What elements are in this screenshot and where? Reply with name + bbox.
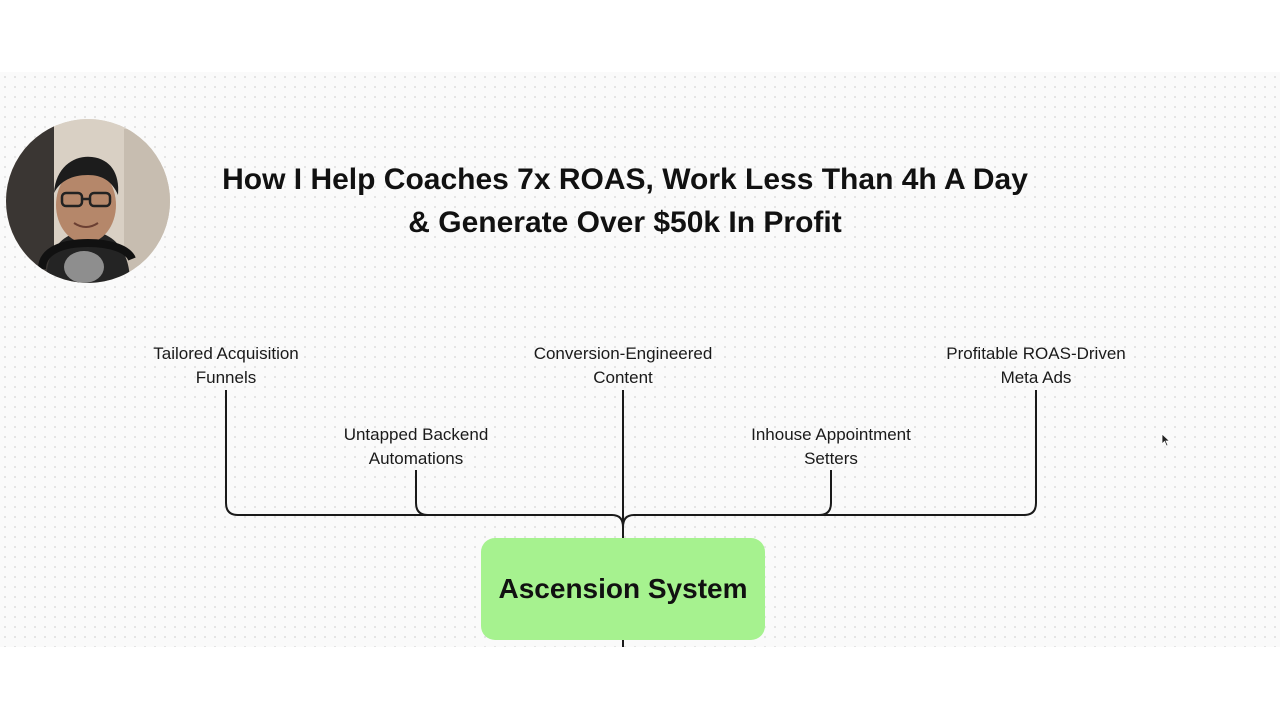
branch-label-content: Conversion-Engineered Content — [503, 342, 743, 390]
branch-label-ads: Profitable ROAS-Driven Meta Ads — [916, 342, 1156, 390]
connector-merge-right — [622, 514, 635, 528]
title-line-1: How I Help Coaches 7x ROAS, Work Less Th… — [222, 163, 1028, 196]
whiteboard-canvas — [0, 72, 1280, 647]
connector-ads — [634, 390, 1037, 516]
hub-node: Ascension System — [481, 538, 765, 640]
slide-title: How I Help Coaches 7x ROAS, Work Less Th… — [200, 158, 1050, 244]
branch-acquisition-line-2: Funnels — [195, 368, 257, 387]
branch-label-setters: Inhouse Appointment Setters — [711, 423, 951, 471]
branch-backend-line-2: Automations — [368, 449, 464, 468]
branch-ads-line-2: Meta Ads — [1000, 368, 1072, 387]
connector-acquisition — [225, 390, 612, 516]
connector-setters — [818, 470, 832, 516]
connector-backend — [415, 470, 429, 516]
hub-label: Ascension System — [498, 573, 748, 604]
connector-merge-left — [611, 514, 624, 528]
branch-content-line-2: Content — [593, 368, 653, 387]
mouse-cursor-icon — [1161, 433, 1171, 447]
branch-ads-line-1: Profitable ROAS-Driven — [946, 344, 1126, 363]
webcam-avatar — [6, 119, 170, 283]
branch-label-acquisition: Tailored Acquisition Funnels — [106, 342, 346, 390]
branch-backend-line-1: Untapped Backend — [343, 425, 489, 444]
branch-acquisition-line-1: Tailored Acquisition — [153, 344, 299, 363]
title-line-2: & Generate Over $50k In Profit — [408, 206, 842, 239]
presenter-icon — [6, 119, 170, 283]
branch-setters-line-1: Inhouse Appointment — [751, 425, 911, 444]
branch-setters-line-2: Setters — [804, 449, 858, 468]
branch-label-backend: Untapped Backend Automations — [296, 423, 536, 471]
branch-content-line-1: Conversion-Engineered — [533, 344, 713, 363]
